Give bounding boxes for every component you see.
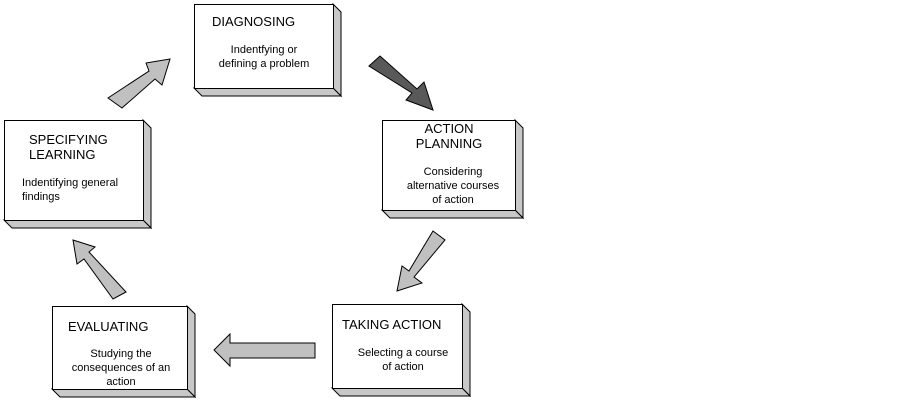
step-specifying-learning-description: Indentifying general findings <box>22 177 119 203</box>
step-diagnosing-title: DIAGNOSING <box>212 14 296 29</box>
step-diagnosing-description: Indentfying or defining a problem <box>218 44 310 70</box>
step-taking-action-title: TAKING ACTION <box>342 317 442 332</box>
arrow-planning-to-taking-action <box>396 230 446 292</box>
step-specifying-learning-box: SPECIFYING LEARNING Indentifying general… <box>4 120 144 221</box>
arrow-taking-action-to-evaluating <box>213 332 316 368</box>
step-taking-action-box: TAKING ACTION Selecting a course of acti… <box>332 304 463 389</box>
step-specifying-learning-title: SPECIFYING LEARNING <box>29 132 108 162</box>
step-action-planning-description: Considering alternative courses of actio… <box>406 166 500 206</box>
arrow-evaluating-to-learning <box>72 239 127 300</box>
arrow-learning-to-diagnosing <box>107 58 171 109</box>
step-action-planning-box: ACTION PLANNING Considering alternative … <box>382 120 516 211</box>
step-evaluating-description: Studying the consequences of an action <box>71 348 171 388</box>
arrow-diagnosing-to-planning <box>368 55 434 111</box>
step-evaluating-box: EVALUATING Studying the consequences of … <box>52 306 188 390</box>
step-evaluating-title: EVALUATING <box>68 319 149 334</box>
step-action-planning-title: ACTION PLANNING <box>415 121 483 151</box>
step-diagnosing-box: DIAGNOSING Indentfying or defining a pro… <box>194 4 334 89</box>
step-taking-action-description: Selecting a course of action <box>357 347 449 373</box>
